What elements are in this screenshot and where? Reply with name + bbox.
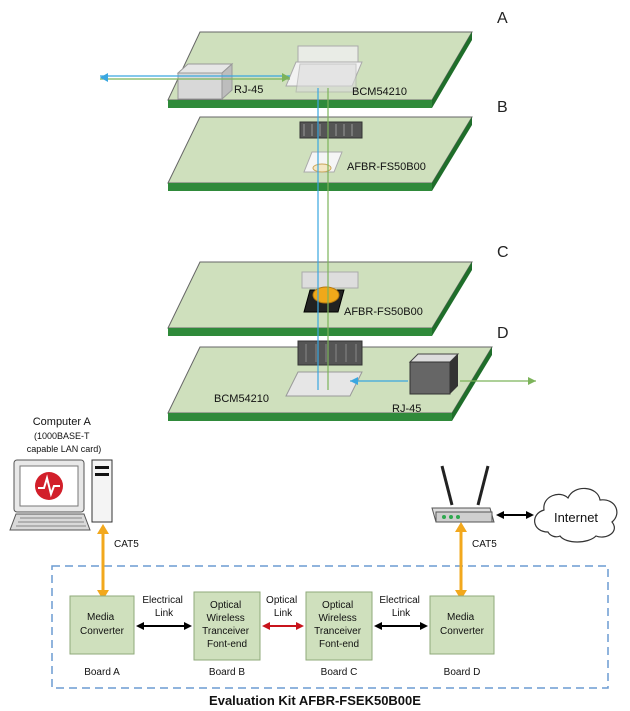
board-a-line-2: Converter	[80, 626, 125, 637]
electrical-link-left-line-2: Link	[155, 608, 174, 619]
layer-letter-a: A	[497, 10, 508, 27]
board-c-line-4: Font-end	[319, 639, 359, 650]
connector-d	[297, 340, 363, 366]
layer-c: AFBR-FS50B00	[167, 261, 473, 336]
board-d-line-2: Converter	[440, 626, 485, 637]
electrical-link-arrow-left	[136, 622, 192, 630]
board-a-caption: Board A	[84, 667, 120, 678]
layer-letter-b: B	[497, 99, 508, 116]
board-d[interactable]: Media Converter	[429, 595, 495, 655]
cat5-arrow-left	[97, 524, 109, 600]
layer-a: RJ-45 BCM54210	[167, 31, 473, 108]
cat5-arrow-right	[455, 522, 467, 600]
rj45-label-a: RJ-45	[234, 84, 263, 96]
internet-label: Internet	[554, 510, 598, 525]
board-a[interactable]: Media Converter	[69, 595, 135, 655]
board-c-line-2: Wireless	[318, 613, 356, 624]
board-c[interactable]: Optical Wireless Tranceiver Font-end	[305, 591, 373, 661]
board-b[interactable]: Optical Wireless Tranceiver Font-end	[193, 591, 261, 661]
layer-letter-c: C	[497, 244, 509, 261]
board-b-line-4: Font-end	[207, 639, 247, 650]
layer-letter-d: D	[497, 325, 509, 342]
layer-b: AFBR-FS50B00	[167, 116, 473, 191]
bcm54210-chip-d	[285, 371, 363, 397]
router-icon	[431, 465, 495, 523]
rj45-connector-a	[176, 62, 234, 101]
optical-link-arrow	[262, 622, 304, 630]
optical-link-label: Optical Link	[266, 595, 300, 619]
kit-title: Evaluation Kit AFBR-FSEK50B00E	[209, 693, 421, 708]
optical-link-line-1: Optical	[266, 595, 297, 606]
rj45-connector-d	[408, 353, 460, 395]
bcm54210-chip-a	[285, 45, 363, 93]
board-b-line-1: Optical	[210, 600, 241, 611]
electrical-link-label-left: Electrical Link	[142, 595, 185, 619]
electrical-link-right-line-1: Electrical	[379, 595, 420, 606]
electrical-link-right-line-2: Link	[392, 608, 411, 619]
board-c-line-3: Tranceiver	[314, 626, 362, 637]
cat5-label-right: CAT5	[472, 539, 497, 550]
board-d-line-1: Media	[447, 612, 475, 623]
computer-icon	[9, 459, 113, 531]
afbr-label-c: AFBR-FS50B00	[344, 306, 423, 318]
electrical-link-label-right: Electrical Link	[379, 595, 422, 619]
bcm54210-label-a: BCM54210	[352, 86, 407, 98]
board-d-caption: Board D	[444, 667, 481, 678]
rj45-label-d: RJ-45	[392, 403, 421, 415]
computer-caption-line-2: (1000BASE-T	[34, 431, 90, 441]
internet-cloud[interactable]: Internet	[534, 487, 618, 543]
board-b-text: Optical Wireless Tranceiver Font-end	[202, 600, 252, 650]
board-c-caption: Board C	[321, 667, 358, 678]
board-a-line-1: Media	[87, 612, 115, 623]
electrical-link-arrow-right	[374, 622, 428, 630]
connector-b	[299, 121, 363, 139]
computer-caption-line-3: capable LAN card)	[27, 444, 102, 454]
router-internet-arrow	[496, 511, 534, 519]
computer-caption: Computer A (1000BASE-T capable LAN card)	[27, 412, 102, 454]
computer-caption-line-1: Computer A	[33, 416, 92, 428]
afbr-label-b: AFBR-FS50B00	[347, 161, 426, 173]
board-c-text: Optical Wireless Tranceiver Font-end	[314, 600, 364, 650]
board-d-text: Media Converter	[440, 612, 485, 637]
board-b-caption: Board B	[209, 667, 245, 678]
optical-link-line-2: Link	[274, 608, 293, 619]
signal-paths	[100, 73, 536, 390]
cat5-label-left: CAT5	[114, 539, 139, 550]
afbr-chip-c	[301, 271, 359, 313]
bcm54210-label-d: BCM54210	[214, 393, 269, 405]
evaluation-kit-enclosure	[51, 565, 609, 689]
board-b-line-3: Tranceiver	[202, 626, 250, 637]
board-b-line-2: Wireless	[206, 613, 244, 624]
layer-d: BCM54210 RJ-45	[167, 340, 493, 421]
electrical-link-left-line-1: Electrical	[142, 595, 183, 606]
board-a-text: Media Converter	[80, 612, 125, 637]
board-c-line-1: Optical	[322, 600, 353, 611]
